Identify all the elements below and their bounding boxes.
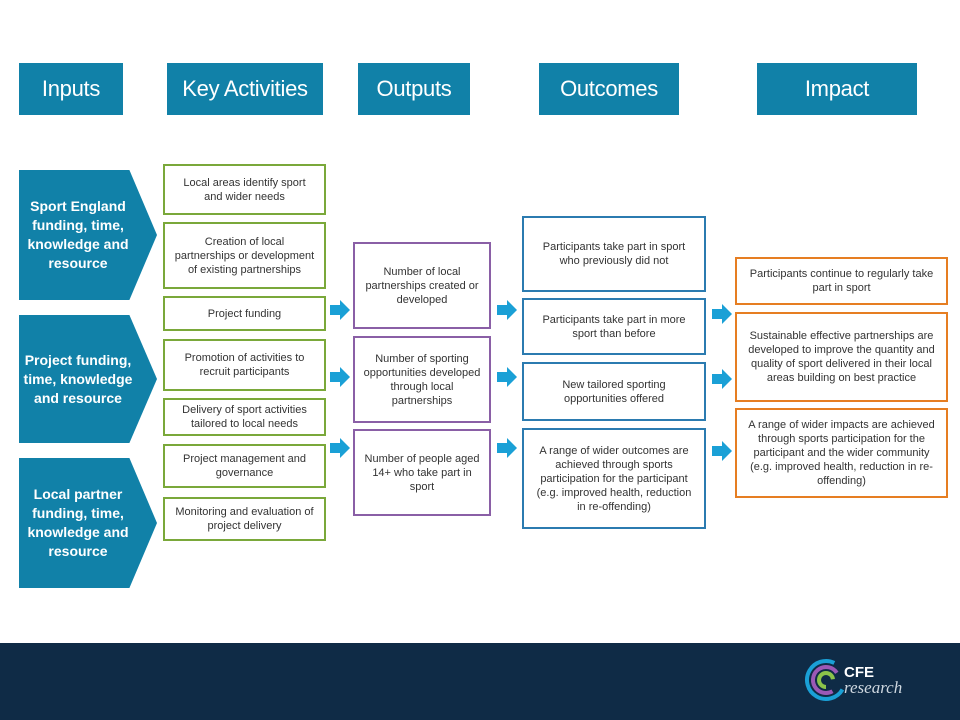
output-partnerships: Number of local partnerships created or …	[353, 242, 491, 329]
input-project: Project funding, time, knowledge and res…	[19, 315, 157, 443]
input-local-partner-label: Local partner funding, time, knowledge a…	[27, 486, 129, 559]
input-sport-england: Sport England funding, time, knowledge a…	[19, 170, 157, 300]
arrow-icon	[330, 300, 350, 320]
header-key-activities: Key Activities	[167, 63, 323, 115]
output-participants: Number of people aged 14+ who take part …	[353, 429, 491, 516]
impact-continue-sport: Participants continue to regularly take …	[735, 257, 948, 305]
impact-sustainable-partnerships: Sustainable effective partnerships are d…	[735, 312, 948, 402]
activity-project-funding: Project funding	[163, 296, 326, 331]
activity-partnerships: Creation of local partnerships or develo…	[163, 222, 326, 289]
activity-delivery: Delivery of sport activities tailored to…	[163, 398, 326, 436]
activity-management: Project management and governance	[163, 444, 326, 488]
arrow-icon	[497, 300, 517, 320]
logo-text-cfe: CFE	[844, 664, 874, 681]
header-outcomes: Outcomes	[539, 63, 679, 115]
output-opportunities: Number of sporting opportunities develop…	[353, 336, 491, 423]
logo-rings-icon	[805, 659, 847, 701]
outcome-tailored-opportunities: New tailored sporting opportunities offe…	[522, 362, 706, 421]
outcome-new-participants: Participants take part in sport who prev…	[522, 216, 706, 292]
activity-identify-needs: Local areas identify sport and wider nee…	[163, 164, 326, 215]
arrow-icon	[497, 367, 517, 387]
outcome-wider-outcomes: A range of wider outcomes are achieved t…	[522, 428, 706, 529]
header-outputs: Outputs	[358, 63, 470, 115]
header-inputs: Inputs	[19, 63, 123, 115]
arrow-icon	[712, 369, 732, 389]
arrow-icon	[712, 304, 732, 324]
logo-text-research: research	[844, 678, 903, 697]
arrow-icon	[330, 367, 350, 387]
arrow-icon	[330, 438, 350, 458]
activity-promotion: Promotion of activities to recruit parti…	[163, 339, 326, 391]
footer-bar	[0, 643, 960, 720]
input-local-partner: Local partner funding, time, knowledge a…	[19, 458, 157, 588]
impact-wider-impacts: A range of wider impacts are achieved th…	[735, 408, 948, 498]
outcome-more-sport: Participants take part in more sport tha…	[522, 298, 706, 355]
arrow-icon	[712, 441, 732, 461]
input-sport-england-label: Sport England funding, time, knowledge a…	[27, 198, 129, 271]
activity-monitoring: Monitoring and evaluation of project del…	[163, 497, 326, 541]
arrow-icon	[497, 438, 517, 458]
header-impact: Impact	[757, 63, 917, 115]
cfe-research-logo: CFE research	[804, 658, 924, 706]
input-project-label: Project funding, time, knowledge and res…	[23, 351, 133, 406]
